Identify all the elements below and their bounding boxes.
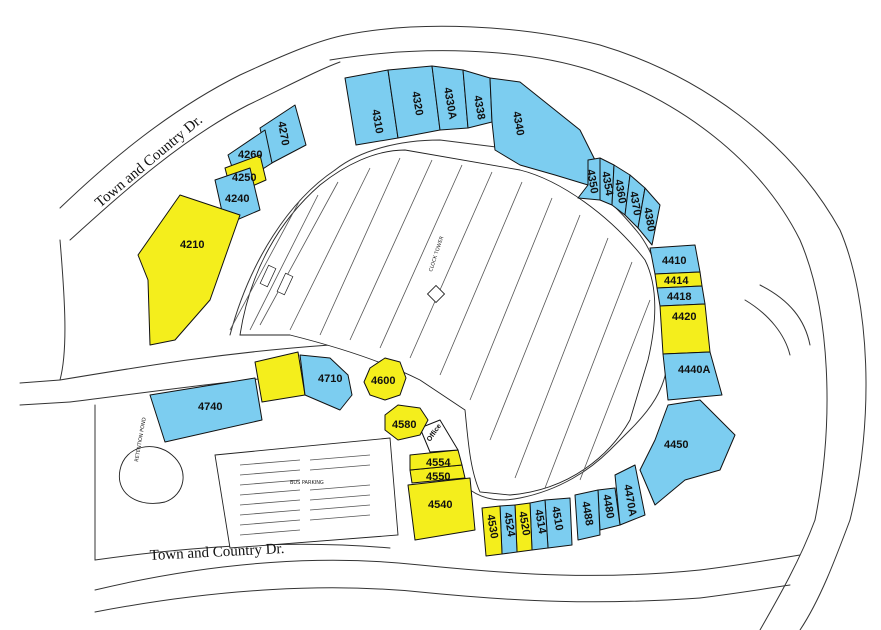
label-4514: 4514 [532, 508, 548, 535]
label-4520: 4520 [516, 510, 532, 536]
office-building[interactable] [419, 419, 459, 453]
label-4480: 4480 [600, 493, 616, 519]
label-4320: 4320 [409, 90, 425, 116]
label-4260: 4260 [238, 149, 262, 161]
label-4710: 4710 [318, 373, 342, 385]
bus-parking-area: BUS PARKING [214, 437, 399, 549]
road-label-north: Town and Country Dr. [92, 112, 206, 211]
label-4354: 4354 [599, 170, 615, 197]
label-4550: 4550 [426, 471, 450, 483]
label-4380: 4380 [641, 206, 657, 232]
label-4580: 4580 [392, 419, 416, 431]
unit-4440A[interactable] [662, 351, 723, 401]
label-4270: 4270 [275, 120, 291, 146]
unit-4210[interactable] [137, 194, 241, 346]
label-4350: 4350 [584, 168, 600, 194]
label-4440A: 4440A [678, 364, 710, 376]
unit-4600[interactable] [363, 357, 407, 401]
label-4360: 4360 [612, 178, 628, 204]
west-cluster [149, 351, 353, 443]
unit-4450[interactable] [639, 399, 736, 506]
unit-4700[interactable] [254, 351, 306, 403]
bus-stalls [239, 454, 371, 536]
unit-4540[interactable] [407, 477, 476, 541]
label-4338: 4338 [471, 94, 487, 120]
label-4540: 4540 [428, 499, 452, 511]
south-central-cluster: Office [363, 357, 476, 541]
bus-parking-label: BUS PARKING [290, 480, 324, 486]
label-4414: 4414 [664, 275, 689, 287]
unit-4710[interactable] [299, 354, 353, 411]
clock-tower-icon [426, 284, 446, 304]
unit-4340[interactable] [489, 77, 596, 186]
label-4554: 4554 [426, 457, 451, 469]
unit-4350[interactable] [577, 157, 601, 201]
label-4450: 4450 [664, 439, 688, 451]
label-4530: 4530 [484, 513, 500, 539]
label-4740: 4740 [198, 401, 222, 413]
label-4330A: 4330A [441, 86, 458, 120]
unit-4380[interactable] [637, 187, 661, 246]
label-4488: 4488 [579, 500, 595, 526]
label-4418: 4418 [667, 291, 691, 303]
label-4370: 4370 [627, 190, 643, 216]
unit-4554[interactable] [409, 449, 463, 471]
label-4600: 4600 [371, 375, 395, 387]
south-building-row [481, 464, 646, 557]
label-4310: 4310 [369, 108, 385, 134]
label-4250: 4250 [232, 172, 256, 184]
unit-4580[interactable] [384, 404, 429, 441]
label-4510: 4510 [549, 505, 565, 531]
unit-4740[interactable] [149, 377, 263, 443]
west-parking-rows [229, 194, 319, 331]
unit-4530[interactable] [481, 505, 503, 557]
label-4240: 4240 [225, 193, 249, 205]
label-4410: 4410 [662, 255, 686, 267]
unit-4470A[interactable] [614, 464, 646, 526]
unit-4488[interactable] [574, 489, 601, 541]
east-building-column [639, 244, 736, 506]
label-4524: 4524 [501, 511, 517, 538]
label-4420: 4420 [672, 311, 696, 323]
north-building-row [344, 65, 661, 246]
northwest-cluster [137, 104, 307, 346]
road-network [19, 25, 867, 630]
label-4340: 4340 [510, 110, 526, 136]
parking-rows [259, 157, 651, 489]
road-label-south: Town and Country Dr. [149, 541, 284, 564]
label-4470A: 4470A [621, 483, 638, 517]
label-4210: 4210 [180, 239, 204, 251]
central-parking-lot: CLOCK TOWER [239, 149, 656, 496]
retention-pond-shape [118, 446, 184, 504]
unit-labels: 4310 4320 4330A 4338 4340 4350 4354 4360… [180, 86, 710, 539]
